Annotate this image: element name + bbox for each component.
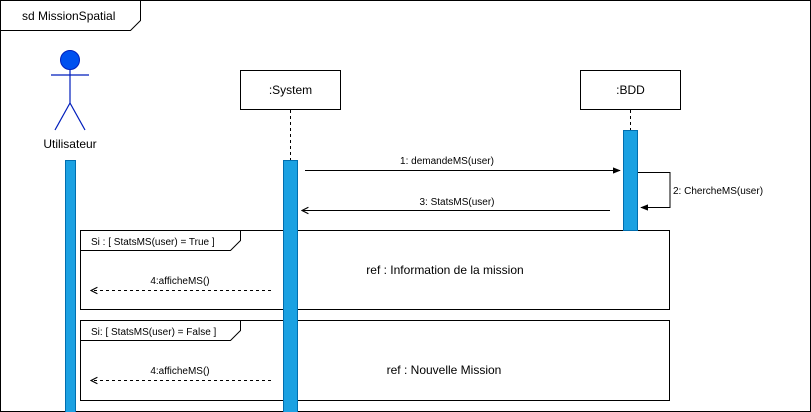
frame-title-tab — [0, 0, 141, 31]
ref-information-mission: ref : Information de la mission — [366, 263, 523, 277]
ref-nouvelle-mission: ref : Nouvelle Mission — [387, 363, 502, 377]
activation-utilisateur — [65, 160, 76, 412]
message-2-label: 2: ChercheMS(user) — [673, 186, 763, 197]
actor-label: Utilisateur — [43, 137, 96, 151]
participant-bdd: :BDD — [580, 70, 681, 110]
message-2-self: 2: ChercheMS(user) — [638, 172, 763, 211]
fragment-opt-false: Si: [ StatsMS(user) = False ] ref : Nouv… — [80, 320, 670, 401]
participant-system-label: :System — [269, 83, 312, 97]
actor-head-icon — [60, 50, 80, 70]
actor-utilisateur: Utilisateur — [43, 50, 97, 151]
frame-title: sd MissionSpatial — [22, 9, 115, 23]
message-3-return: 3: StatsMS(user) — [302, 197, 610, 211]
message-1: 1: demandeMS(user) — [305, 156, 621, 174]
participant-system: :System — [240, 70, 341, 110]
message-4a-return: 4:afficheMS() — [91, 276, 271, 291]
message-3-label: 3: StatsMS(user) — [419, 197, 494, 208]
message-1-label: 1: demandeMS(user) — [400, 156, 494, 167]
message-4a-label: 4:afficheMS() — [150, 276, 209, 287]
fragment-opt-true: Si : [ StatsMS(user) = True ] ref : Info… — [80, 230, 670, 310]
activation-system — [283, 160, 298, 412]
participant-bdd-label: :BDD — [616, 83, 645, 97]
fragment-true-guard: Si : [ StatsMS(user) = True ] — [91, 237, 215, 248]
activation-bdd — [623, 130, 638, 231]
message-4b-return: 4:afficheMS() — [91, 366, 271, 381]
message-4b-label: 4:afficheMS() — [150, 366, 209, 377]
fragment-false-guard: Si: [ StatsMS(user) = False ] — [91, 327, 217, 338]
